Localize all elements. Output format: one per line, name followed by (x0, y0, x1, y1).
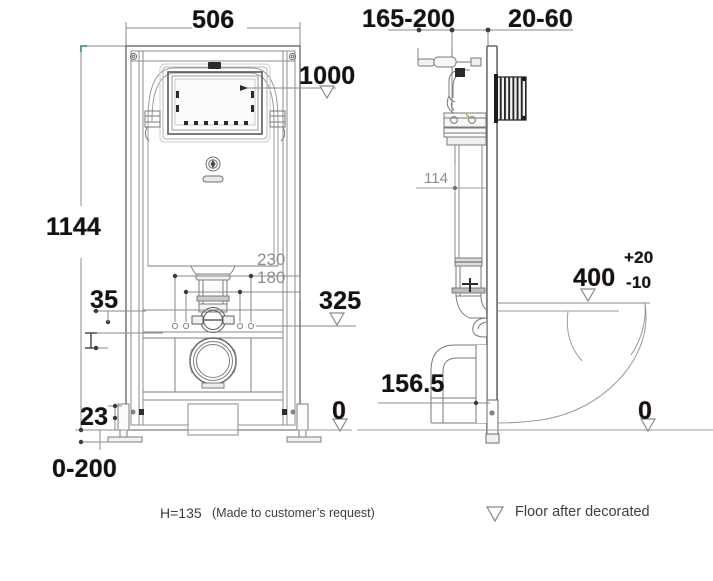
frame-corner-fixings (129, 52, 297, 61)
label-165-200: 165-200 (362, 5, 456, 33)
flush-plate-aperture (159, 63, 271, 143)
dim-165-200-and-20-60 (388, 27, 573, 120)
dim-0-200 (78, 427, 122, 450)
mid-crossrail (143, 309, 283, 333)
label-400-tol-plus: +20 (624, 248, 654, 267)
dim-230 (172, 273, 300, 322)
flush-pipe-side (451, 257, 488, 319)
waste-outlet (143, 337, 283, 393)
label-156-5: 156.5 (381, 370, 445, 398)
cistern-badge (202, 156, 224, 183)
h-dimension-marker (85, 332, 97, 349)
cistern-mechanism-side (443, 68, 487, 146)
flush-plate-side (494, 74, 527, 123)
label-0-200: 0-200 (52, 455, 117, 483)
dim-1144 (80, 45, 126, 430)
label-325: 325 (319, 287, 362, 315)
label-400: 400 (573, 264, 616, 292)
label-180: 180 (257, 268, 286, 287)
flush-plate-clips (176, 62, 254, 125)
frame-feet (107, 403, 322, 443)
label-230: 230 (257, 250, 286, 269)
label-114: 114 (424, 170, 448, 187)
datum-triangles (318, 85, 657, 523)
aperture-side-brackets (144, 110, 286, 142)
flush-pipe-valve (191, 307, 235, 333)
label-floor-datum-right: 0 (638, 397, 653, 425)
dim-506 (125, 22, 301, 46)
cistern-tank-side (454, 145, 483, 258)
label-20-60: 20-60 (508, 5, 573, 33)
label-floor-datum-left: 0 (332, 397, 347, 425)
label-1000: 1000 (299, 62, 356, 90)
dim-180 (183, 289, 300, 322)
water-inlet-pipe (417, 46, 482, 68)
label-35: 35 (90, 286, 119, 314)
label-23: 23 (80, 403, 109, 431)
dim-35 (93, 308, 163, 334)
legend-height-note: H=135 (160, 505, 202, 521)
legend-height-note-sub: (Made to customer’s request) (212, 506, 375, 520)
waste-elbow (430, 344, 487, 424)
legend-datum-label: Floor after decorated (515, 504, 650, 520)
dim-156-5 (378, 400, 490, 406)
toilet-bowl (496, 302, 647, 424)
label-400-tol-minus: -10 (626, 273, 652, 292)
label-height-1144: 1144 (46, 213, 102, 241)
bowl-connector (472, 317, 488, 338)
frame-upright-side (485, 46, 500, 444)
label-width-506: 506 (192, 6, 235, 34)
